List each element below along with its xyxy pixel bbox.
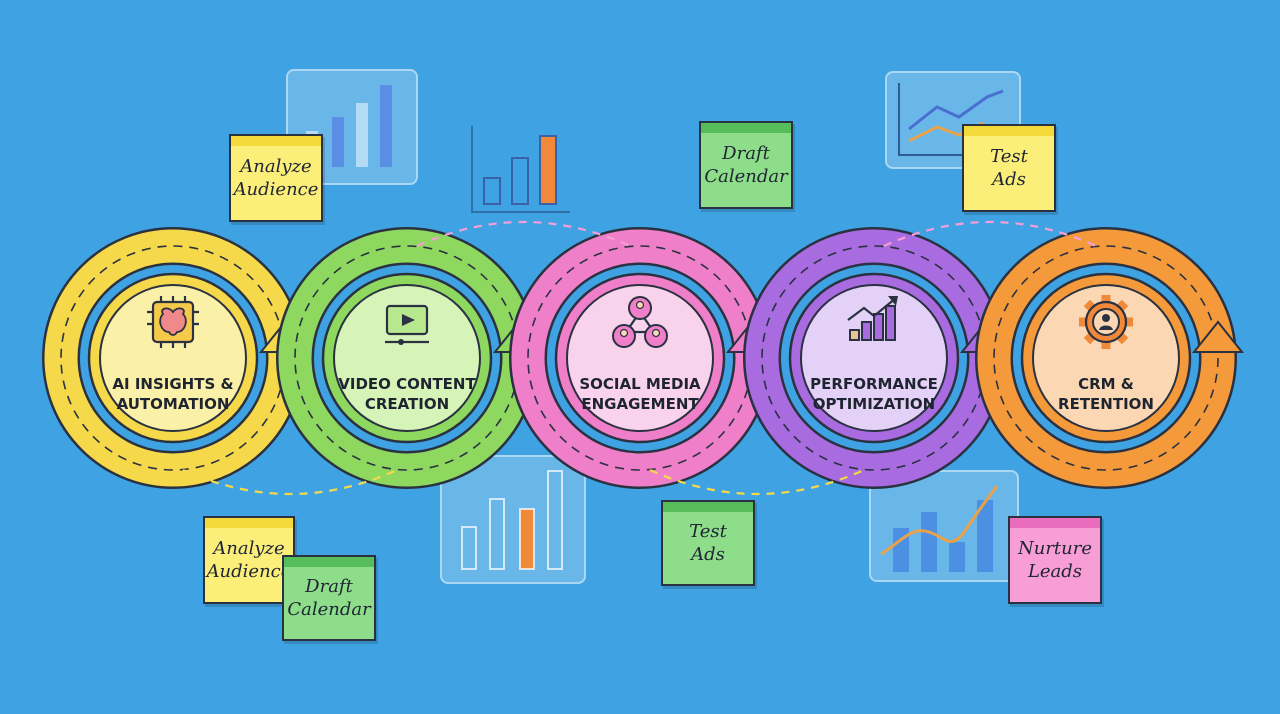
connector-dash	[883, 220, 1097, 248]
stage-title-line2: CREATION	[364, 395, 450, 413]
stage-label-performance: PERFORMANCE OPTIMIZATION	[774, 374, 974, 414]
note-line1: Draft	[722, 143, 770, 164]
trend-chart-panel	[869, 470, 1019, 582]
bar-chart-icon	[461, 470, 563, 570]
note-line2: Ads	[992, 169, 1026, 190]
stage-node-5	[975, 227, 1245, 489]
stage-label-video-content: VIDEO CONTENT CREATION	[307, 374, 507, 414]
growth-chart-icon	[847, 296, 898, 341]
stage-node-3	[509, 227, 779, 489]
node-disc	[566, 284, 714, 432]
connector-dash	[416, 220, 631, 248]
note-line2: Leads	[1027, 561, 1083, 582]
connector-dash	[182, 468, 398, 496]
stage-label-crm: CRM & RETENTION	[1006, 374, 1206, 414]
gear-person-icon	[1079, 295, 1133, 349]
stage-label-ai-insights: AI INSIGHTS & AUTOMATION	[73, 374, 273, 414]
stage-title-line1: PERFORMANCE	[810, 375, 938, 393]
stage-node-2	[276, 227, 546, 489]
node-disc	[99, 284, 247, 432]
stage-title-line1: AI INSIGHTS &	[112, 375, 234, 393]
note-line2: Calendar	[287, 599, 371, 620]
people-network-icon	[612, 296, 668, 348]
stage-title-line1: CRM &	[1078, 375, 1134, 393]
note-line2: Audience	[233, 179, 319, 200]
note-line1: Test	[689, 521, 727, 542]
flow-arrow	[1191, 320, 1245, 353]
stage-label-social-media: SOCIAL MEDIA ENGAGEMENT	[540, 374, 740, 414]
node-disc	[333, 284, 481, 432]
brain-chip-icon	[147, 296, 199, 348]
sticky-note-nurture-leads: Nurture Leads	[1008, 516, 1102, 604]
small-bar-chart-icon	[471, 126, 570, 213]
sticky-note-test-ads: Test Ads	[962, 124, 1056, 212]
stage-title-line2: RETENTION	[1058, 395, 1154, 413]
sticky-note-draft-calendar-lower: Draft Calendar	[282, 555, 376, 641]
sticky-note-test-ads-lower: Test Ads	[661, 500, 755, 586]
node-disc	[800, 284, 948, 432]
note-line2: Calendar	[704, 166, 788, 187]
sticky-note-analyze-audience-lower: Analyze Audience	[203, 516, 295, 604]
note-line2: Audience	[206, 561, 292, 582]
trend-chart-icon	[880, 485, 999, 572]
note-line1: Draft	[305, 576, 353, 597]
bar-chart-panel-lower	[440, 455, 586, 584]
node-disc	[1032, 284, 1180, 432]
note-line1: Analyze	[213, 538, 285, 559]
connector-dash	[649, 468, 865, 496]
sticky-note-draft-calendar: Draft Calendar	[699, 121, 793, 209]
video-play-icon	[385, 304, 429, 345]
stage-title-line1: VIDEO CONTENT	[338, 375, 476, 393]
note-line1: Nurture	[1017, 538, 1093, 559]
sticky-note-analyze-audience: Analyze Audience	[229, 134, 323, 222]
stage-node-4	[743, 227, 1013, 489]
stage-title-line2: OPTIMIZATION	[812, 395, 936, 413]
stage-node-1	[42, 227, 312, 489]
stage-title-line2: AUTOMATION	[116, 395, 230, 413]
stage-title-line2: ENGAGEMENT	[581, 395, 699, 413]
stage-title-line1: SOCIAL MEDIA	[579, 375, 701, 393]
note-line2: Ads	[691, 544, 725, 565]
ring-dashes	[993, 245, 1219, 471]
note-line1: Test	[990, 146, 1028, 167]
note-line1: Analyze	[240, 156, 312, 177]
